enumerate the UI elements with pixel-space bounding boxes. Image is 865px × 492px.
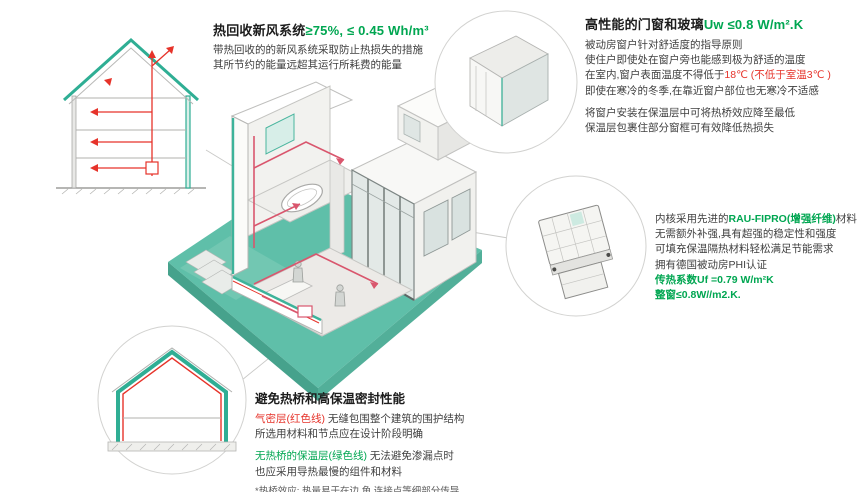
windows-p1-l3-pre: 在室内,窗户表面温度不得低于 <box>585 69 725 82</box>
window-corner-callout <box>434 10 578 154</box>
thermal-bridge-callout <box>97 325 247 475</box>
windows-p1-l3: 在室内,窗户表面温度不得低于18℃ (不低于室温3℃ ) <box>585 68 863 83</box>
fiber-core-chamber <box>569 211 585 227</box>
profile-text-block: 内核采用先进的RAU-FIPRO(增强纤维)材料 无需额外补强,具有超强的稳定性… <box>655 212 863 303</box>
windows-text-block: 高性能的门窗和玻璃Uw ≤0.8 W/m².K 被动房窗户针对舒适度的指导原则 … <box>585 14 863 136</box>
thermal-text-block: 避免热桥和高保温密封性能 气密层(红色线) 无缝包围整个建筑的围护结构 所选用材… <box>255 388 565 492</box>
windows-p1-l3-red: 18℃ (不低于室温3℃ ) <box>724 69 831 82</box>
bathtub <box>281 183 323 213</box>
roof-insulation-line <box>62 37 200 102</box>
heat-recovery-unit <box>145 161 159 175</box>
duct-arrows <box>292 158 378 289</box>
windows-p1-l2: 使住户即使处在窗户旁也能感到极为舒适的温度 <box>585 54 806 67</box>
profile-l1-pre: 内核采用先进的 <box>655 213 729 225</box>
heat-exchanger-unit <box>297 305 313 318</box>
profile-l5: 传热系数Uf =0.79 W/m²K <box>655 273 774 286</box>
occupant-figures <box>292 260 346 307</box>
thermal-title: 避免热桥和高保温密封性能 <box>255 392 406 406</box>
windows-title-green: Uw ≤0.8 W/m².K <box>703 17 804 32</box>
se-window-1 <box>423 199 449 257</box>
windows-title: 高性能的门窗和玻璃Uw ≤0.8 W/m².K <box>585 14 863 33</box>
thermal-footnote: *热桥效应: 热量易于在边,角,连接点等细部分传导 <box>255 485 460 492</box>
profile-l3: 可填充保温隔热材料轻松满足节能需求 <box>655 243 834 256</box>
profile-l1: 内核采用先进的RAU-FIPRO(增强纤维)材料 <box>655 212 863 227</box>
profile-cross-section <box>538 204 614 300</box>
ventilation-title: 热回收新风系统≥75%, ≤ 0.45 Wh/m³ <box>213 20 483 39</box>
rear-window <box>265 113 295 155</box>
thermal-l3-rest: 无法避免渗漏点时 <box>367 450 454 463</box>
mid-partition-wall <box>329 159 345 259</box>
ventilation-line-1: 带热回收的的新风系统采取防止热损失的措施 <box>213 44 423 56</box>
ventilation-line-2: 其所节约的能量远超其运行所耗费的能量 <box>213 59 402 72</box>
airtight-layer-red-line <box>122 357 222 441</box>
section-diagram-ventilation <box>56 37 206 195</box>
thermal-l1: 气密层(红色线) 无缝包围整个建筑的围护结构 <box>255 412 565 427</box>
main-house-cutaway <box>230 81 480 337</box>
ventilation-ducts <box>253 136 379 315</box>
ventilation-title-black: 热回收新风系统 <box>213 23 306 38</box>
windows-p2-l1: 将窗户安装在保温层中可将热桥效应降至最低 <box>585 106 795 119</box>
ventilation-title-green: ≥75%, ≤ 0.45 Wh/m³ <box>305 23 429 38</box>
profile-l4: 拥有德国被动房PHI认证 <box>655 258 768 271</box>
profile-l1-green: RAU-FIPRO(增强纤维) <box>728 213 836 225</box>
left-wall <box>71 95 77 189</box>
insulation-layer-green-line <box>116 349 228 442</box>
window-profile-callout <box>505 175 647 317</box>
profile-l2: 无需额外补强,具有超强的稳定性和强度 <box>655 228 837 241</box>
ground-hatch <box>61 188 195 195</box>
windows-p1-l1: 被动房窗户针对舒适度的指导原则 <box>585 39 743 51</box>
windows-title-black: 高性能的门窗和玻璃 <box>585 17 704 32</box>
se-window-2 <box>451 188 471 241</box>
thermal-l3: 无热桥的保温层(绿色线) 无法避免渗漏点时 <box>255 449 565 464</box>
windows-p2-l2: 保温层包裹住部分窗框可有效降低热损失 <box>585 122 774 135</box>
section-duct-arrows <box>90 46 174 172</box>
section-duct-system <box>96 49 171 176</box>
profile-l1-post: 材料 <box>835 213 857 225</box>
thermal-l2: 所选用材料和节点应在设计阶段明确 <box>255 428 423 441</box>
thermal-l4: 也应采用导热最慢的组件和材料 <box>255 465 402 478</box>
thermal-red-label: 气密层(红色线) <box>255 413 325 425</box>
thermal-l1-rest: 无缝包围整个建筑的围护结构 <box>325 413 465 425</box>
thermal-green-label: 无热桥的保温层(绿色线) <box>255 450 367 463</box>
left-cut-wall <box>231 115 249 277</box>
profile-l6: 整窗≤0.8W//m2.K. <box>655 289 741 302</box>
ventilation-text-block: 热回收新风系统≥75%, ≤ 0.45 Wh/m³ 带热回收的的新风系统采取防止… <box>213 20 483 73</box>
right-wall-insulated <box>185 95 191 189</box>
base-slab <box>107 441 237 452</box>
windows-p1-l4: 即使在寒冷的冬季,在靠近窗户部位也无寒冷不适感 <box>585 84 819 97</box>
